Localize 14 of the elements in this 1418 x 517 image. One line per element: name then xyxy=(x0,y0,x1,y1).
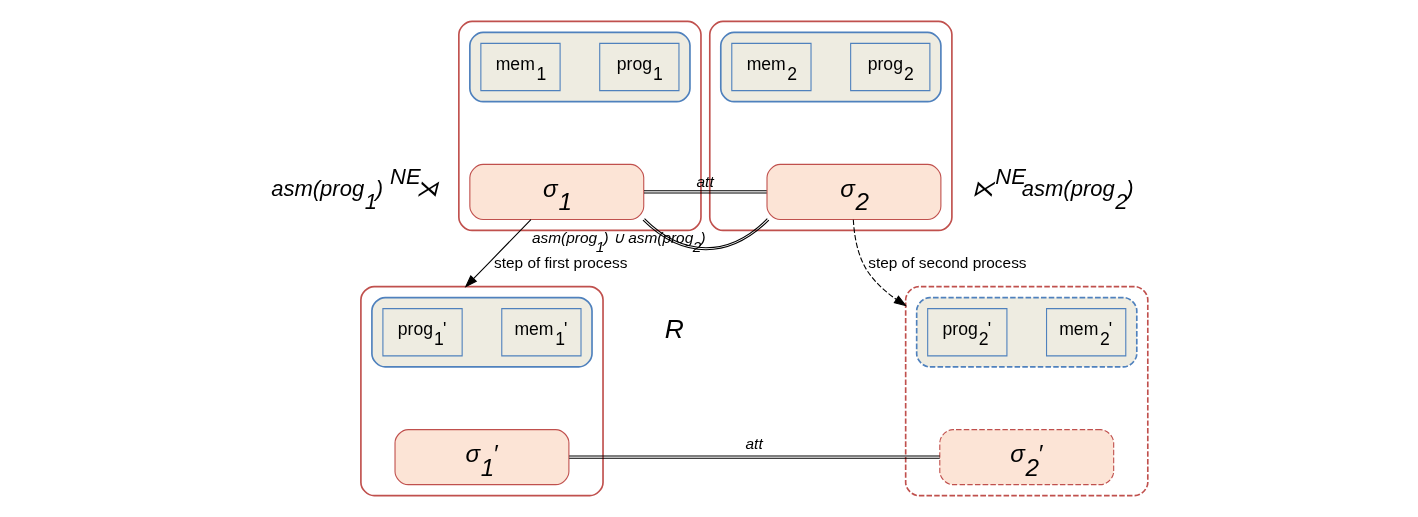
cluster xyxy=(904,285,1149,497)
edge-label: att xyxy=(745,434,763,452)
connector xyxy=(568,455,940,459)
cluster xyxy=(719,31,942,103)
cluster xyxy=(915,296,1138,368)
edge-label: step of first process xyxy=(493,254,628,272)
edge-label: step of second process xyxy=(867,254,1027,272)
cluster xyxy=(359,285,604,497)
arrow xyxy=(852,219,907,307)
arrow xyxy=(464,219,531,288)
label: R xyxy=(664,313,684,344)
connector xyxy=(642,190,767,194)
cluster xyxy=(468,31,691,103)
cluster xyxy=(370,296,593,368)
